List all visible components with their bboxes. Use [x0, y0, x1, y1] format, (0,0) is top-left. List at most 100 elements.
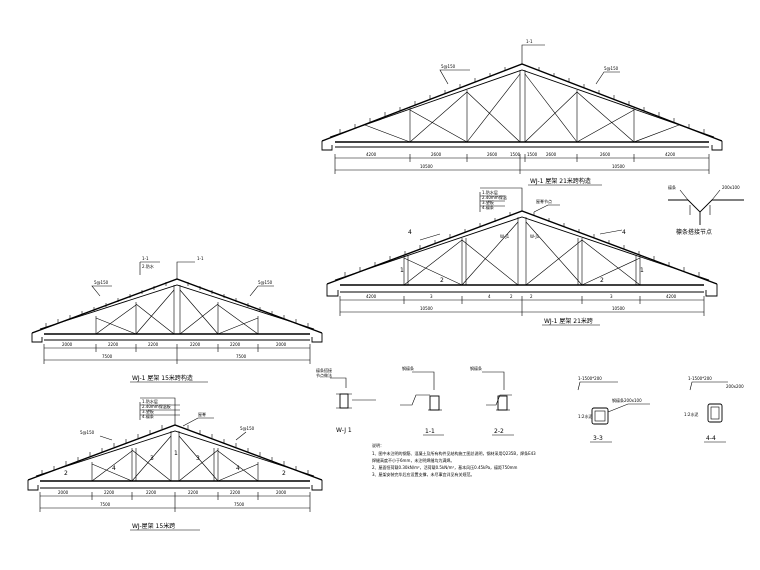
support-detail-caption: 檩条搭接节点	[676, 228, 712, 236]
span-label: 4	[488, 294, 491, 299]
svg-text:1:2水泥: 1:2水泥	[578, 413, 592, 419]
svg-text:5@150: 5@150	[94, 280, 109, 285]
member-mark: 4	[622, 229, 626, 236]
span-label: 2200	[230, 342, 241, 347]
span-label: 4200	[666, 294, 677, 299]
span-label: 2200	[108, 342, 119, 347]
section-4-4: 1-1500*200 200x200 1:2水泥 4-4	[684, 376, 744, 443]
svg-text:200x200: 200x200	[726, 384, 744, 389]
member-mark: 4	[236, 465, 240, 472]
notes-line: 焊缝高度不小于6mm，未注明焊缝均为满焊。	[372, 457, 454, 463]
span-label: 2600	[546, 152, 557, 157]
svg-text:檩条搭接: 檩条搭接	[316, 367, 332, 373]
support-detail: 檩条 200x100 檩条搭接节点	[668, 184, 744, 236]
general-notes: 说明： 1、图中未注明的钢筋、混凝土及所有构件见结构施工图总说明，钢材采用Q23…	[372, 442, 536, 477]
truss-b-marks: 4 2 4 2 1 1	[400, 229, 644, 284]
span-label: 2000	[62, 342, 73, 347]
notes-heading: 说明：	[372, 442, 384, 448]
svg-text:1-1500*200: 1-1500*200	[578, 376, 602, 381]
svg-text:1-1: 1-1	[142, 256, 149, 261]
notes-line: 3、屋架安装完毕后应设置支撑，未尽事宜详见有关规范。	[372, 471, 475, 477]
svg-text:1:2水泥: 1:2水泥	[684, 411, 698, 417]
svg-text:屋脊: 屋脊	[198, 411, 206, 417]
span-label: 2200	[190, 342, 201, 347]
svg-text:5@150: 5@150	[80, 430, 95, 435]
svg-text:3.望板: 3.望板	[142, 408, 154, 414]
truss-c-span-labels: 2000 2200 2200 2200 2200 2000 7500 7500	[62, 342, 287, 359]
span-label: 2200	[104, 490, 115, 495]
svg-text:5@150: 5@150	[240, 426, 255, 431]
span-label: 2200	[188, 490, 199, 495]
svg-text:2.40mm保温板: 2.40mm保温板	[142, 403, 171, 409]
svg-text:屋脊节点: 屋脊节点	[536, 198, 552, 204]
truss-d: 1.防水层 2.40mm保温板 3.望板 4.檩条 屋脊 5@150 5@150…	[27, 397, 323, 531]
member-mark: 4	[408, 229, 412, 236]
notes-line: 2、屋面恒荷载0.30kN/m²，活荷载0.5kN/m²，基本风压0.45kPa…	[372, 464, 518, 470]
svg-text:200x100: 200x100	[722, 185, 740, 190]
section-2-2: 钢檩条 2-2	[470, 365, 514, 436]
svg-text:W-J1: W-J1	[500, 234, 510, 239]
span-label: 2000	[276, 490, 287, 495]
truss-d-marks: 2 4 3 1 3 4 2	[64, 450, 286, 477]
member-mark: 1	[400, 267, 404, 274]
span-label: 3	[430, 294, 433, 299]
svg-text:钢檩条: 钢檩条	[402, 365, 414, 371]
span-label: 2000	[276, 342, 287, 347]
total-label: 7500	[236, 354, 247, 359]
member-mark: 1	[640, 267, 644, 274]
section-label: 1-1	[425, 428, 435, 435]
svg-text:1-1: 1-1	[526, 39, 533, 44]
member-mark: 4	[112, 465, 116, 472]
truss-a: 1-1 5@150 5@150 4200 2600 2600 1500 1500…	[321, 39, 723, 186]
section-3-3: 1-1500*200 钢檩条200x100 1:2水泥 3-3	[577, 376, 650, 443]
svg-text:檩条: 檩条	[668, 184, 676, 190]
span-label: 4200	[366, 152, 377, 157]
svg-text:节点做法: 节点做法	[316, 372, 332, 378]
member-mark: 2	[64, 470, 68, 477]
truss-b-caption: WJ-1 屋架 21米跨	[544, 317, 593, 325]
svg-text:5@150: 5@150	[441, 64, 456, 69]
span-label: 1500	[510, 152, 521, 157]
svg-text:2.防水: 2.防水	[142, 263, 154, 269]
section-1-1: 钢檩条 1-1	[400, 365, 444, 436]
member-mark: 3	[196, 455, 200, 462]
svg-text:5@150: 5@150	[604, 66, 619, 71]
section-label: W-J 1	[336, 427, 352, 434]
section-label: 4-4	[706, 435, 716, 442]
span-label: 2600	[487, 152, 498, 157]
svg-text:W-J1: W-J1	[530, 234, 540, 239]
notes-line: 1、图中未注明的钢筋、混凝土及所有构件见结构施工图总说明，钢材采用Q235B，焊…	[372, 450, 536, 456]
member-mark: 1	[174, 450, 178, 457]
total-label: 7500	[234, 502, 245, 507]
svg-text:钢檩条200x100: 钢檩条200x100	[612, 397, 642, 403]
span-label: 2200	[146, 490, 157, 495]
span-label: 2600	[431, 152, 442, 157]
total-label: 10500	[420, 306, 433, 311]
truss-a-span-labels: 4200 2600 2600 1500 1500 2600 2600 4200 …	[366, 152, 676, 169]
span-label: 2200	[230, 490, 241, 495]
svg-text:1.防水层: 1.防水层	[482, 189, 498, 195]
total-label: 10500	[612, 164, 625, 169]
svg-text:5@150: 5@150	[258, 280, 273, 285]
span-label: 2	[510, 294, 513, 299]
span-label: 4200	[366, 294, 377, 299]
total-label: 7500	[100, 502, 111, 507]
span-label: 2000	[58, 490, 69, 495]
total-label: 10500	[612, 306, 625, 311]
section-label: 3-3	[593, 435, 603, 442]
member-mark: 2	[600, 277, 604, 284]
span-label: 2	[530, 294, 533, 299]
span-label: 1500	[527, 152, 538, 157]
truss-c-caption: WJ-1 屋架 15米跨构造	[132, 374, 193, 382]
span-label: 4200	[665, 152, 676, 157]
truss-b: 1.防水层 2.40mm保温 3.望板 4.檩条 屋脊节点 W-J1 W-J1 …	[326, 187, 718, 326]
truss-a-caption: WJ-1 屋架 21米跨构造	[530, 177, 591, 185]
section-w-j1: 檩条搭接 节点做法 W-J 1	[316, 367, 376, 434]
svg-text:1-1500*200: 1-1500*200	[688, 376, 712, 381]
total-label: 7500	[102, 354, 113, 359]
member-mark: 3	[150, 455, 154, 462]
svg-text:4.檩条: 4.檩条	[142, 413, 154, 419]
svg-text:钢檩条: 钢檩条	[470, 365, 482, 371]
svg-text:2.40mm保温: 2.40mm保温	[482, 194, 507, 200]
